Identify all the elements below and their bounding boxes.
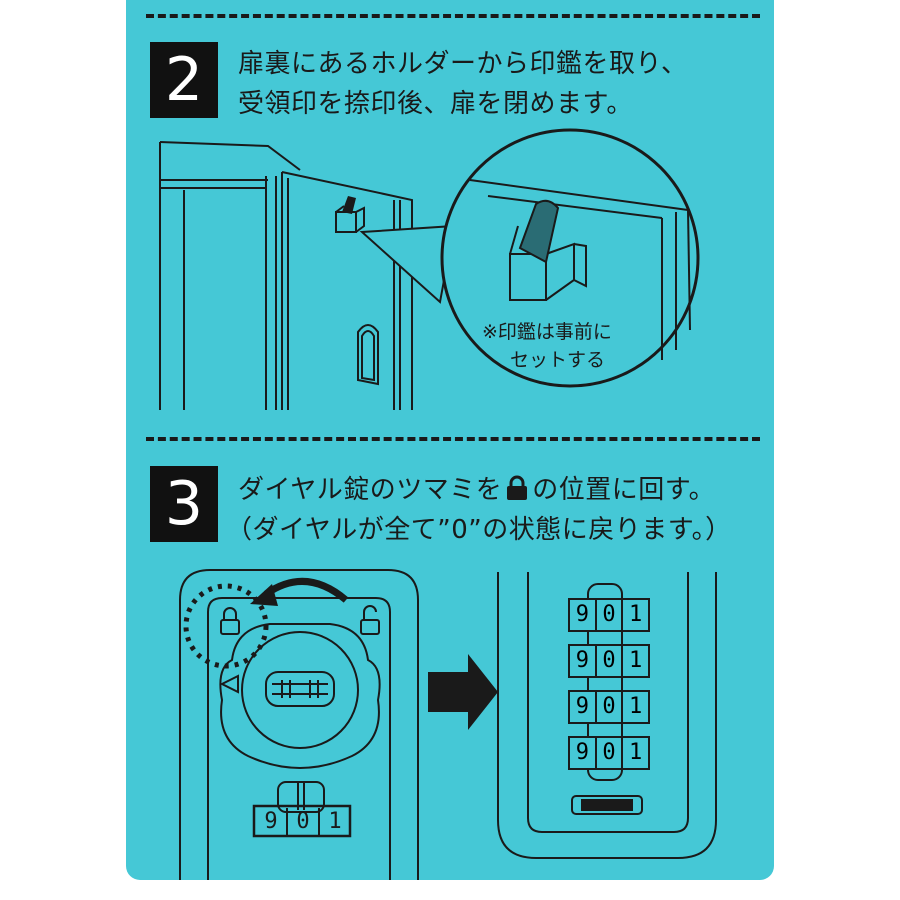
dial-digit: 0 xyxy=(597,738,624,768)
dial-digit: 0 xyxy=(597,600,624,630)
dial-digit: 9 xyxy=(570,646,597,676)
dial-digit: 1 xyxy=(629,648,643,673)
step-number-badge: 2 xyxy=(150,42,218,118)
step3-text-line1-before: ダイヤル錠のツマミを xyxy=(238,475,503,505)
dashed-divider-middle xyxy=(146,437,760,441)
step3-text-line2: （ダイヤルが全て”0”の状態に戻ります。） xyxy=(226,515,732,545)
dial-row: 9 0 1 xyxy=(568,690,650,724)
dial-digit: 9 xyxy=(570,600,597,630)
small-dial-digits: 9 0 1 xyxy=(256,808,350,836)
dial-digit: 1 xyxy=(629,740,643,765)
callout-text-line2: セットする xyxy=(510,349,606,371)
callout-text-line1: ※印鑑は事前に xyxy=(482,321,612,343)
dial-digit: 1 xyxy=(629,694,643,719)
dial-digit: 0 xyxy=(597,646,624,676)
dial-digit: 9 xyxy=(256,808,288,836)
dial-row: 9 0 1 xyxy=(568,598,650,632)
step2-text-line2: 受領印を捺印後、扉を閉めます。 xyxy=(238,89,633,119)
dial-row: 9 0 1 xyxy=(568,644,650,678)
dial-digit: 1 xyxy=(629,602,643,627)
unlock-icon xyxy=(360,605,380,635)
step2-text-line1: 扉裏にあるホルダーから印鑑を取り、 xyxy=(238,49,688,79)
dial-digit: 0 xyxy=(597,692,624,722)
arrow-right-icon xyxy=(428,654,498,730)
dial-digit: 9 xyxy=(570,738,597,768)
dashed-divider-top xyxy=(146,14,760,18)
dial-digit: 1 xyxy=(328,809,342,834)
lock-icon xyxy=(507,475,528,500)
dial-digit: 0 xyxy=(288,808,320,836)
triangle-left-icon xyxy=(219,674,239,694)
dial-digit: 9 xyxy=(570,692,597,722)
step3-text-line1-after: の位置に回す。 xyxy=(532,475,716,505)
rotate-arrow-icon xyxy=(263,578,349,603)
step3-text-line1: ダイヤル錠のツマミをの位置に回す。 xyxy=(238,470,715,510)
step-number-badge: 3 xyxy=(150,466,218,542)
dial-row: 9 0 1 xyxy=(568,736,650,770)
lock-icon xyxy=(220,607,240,635)
